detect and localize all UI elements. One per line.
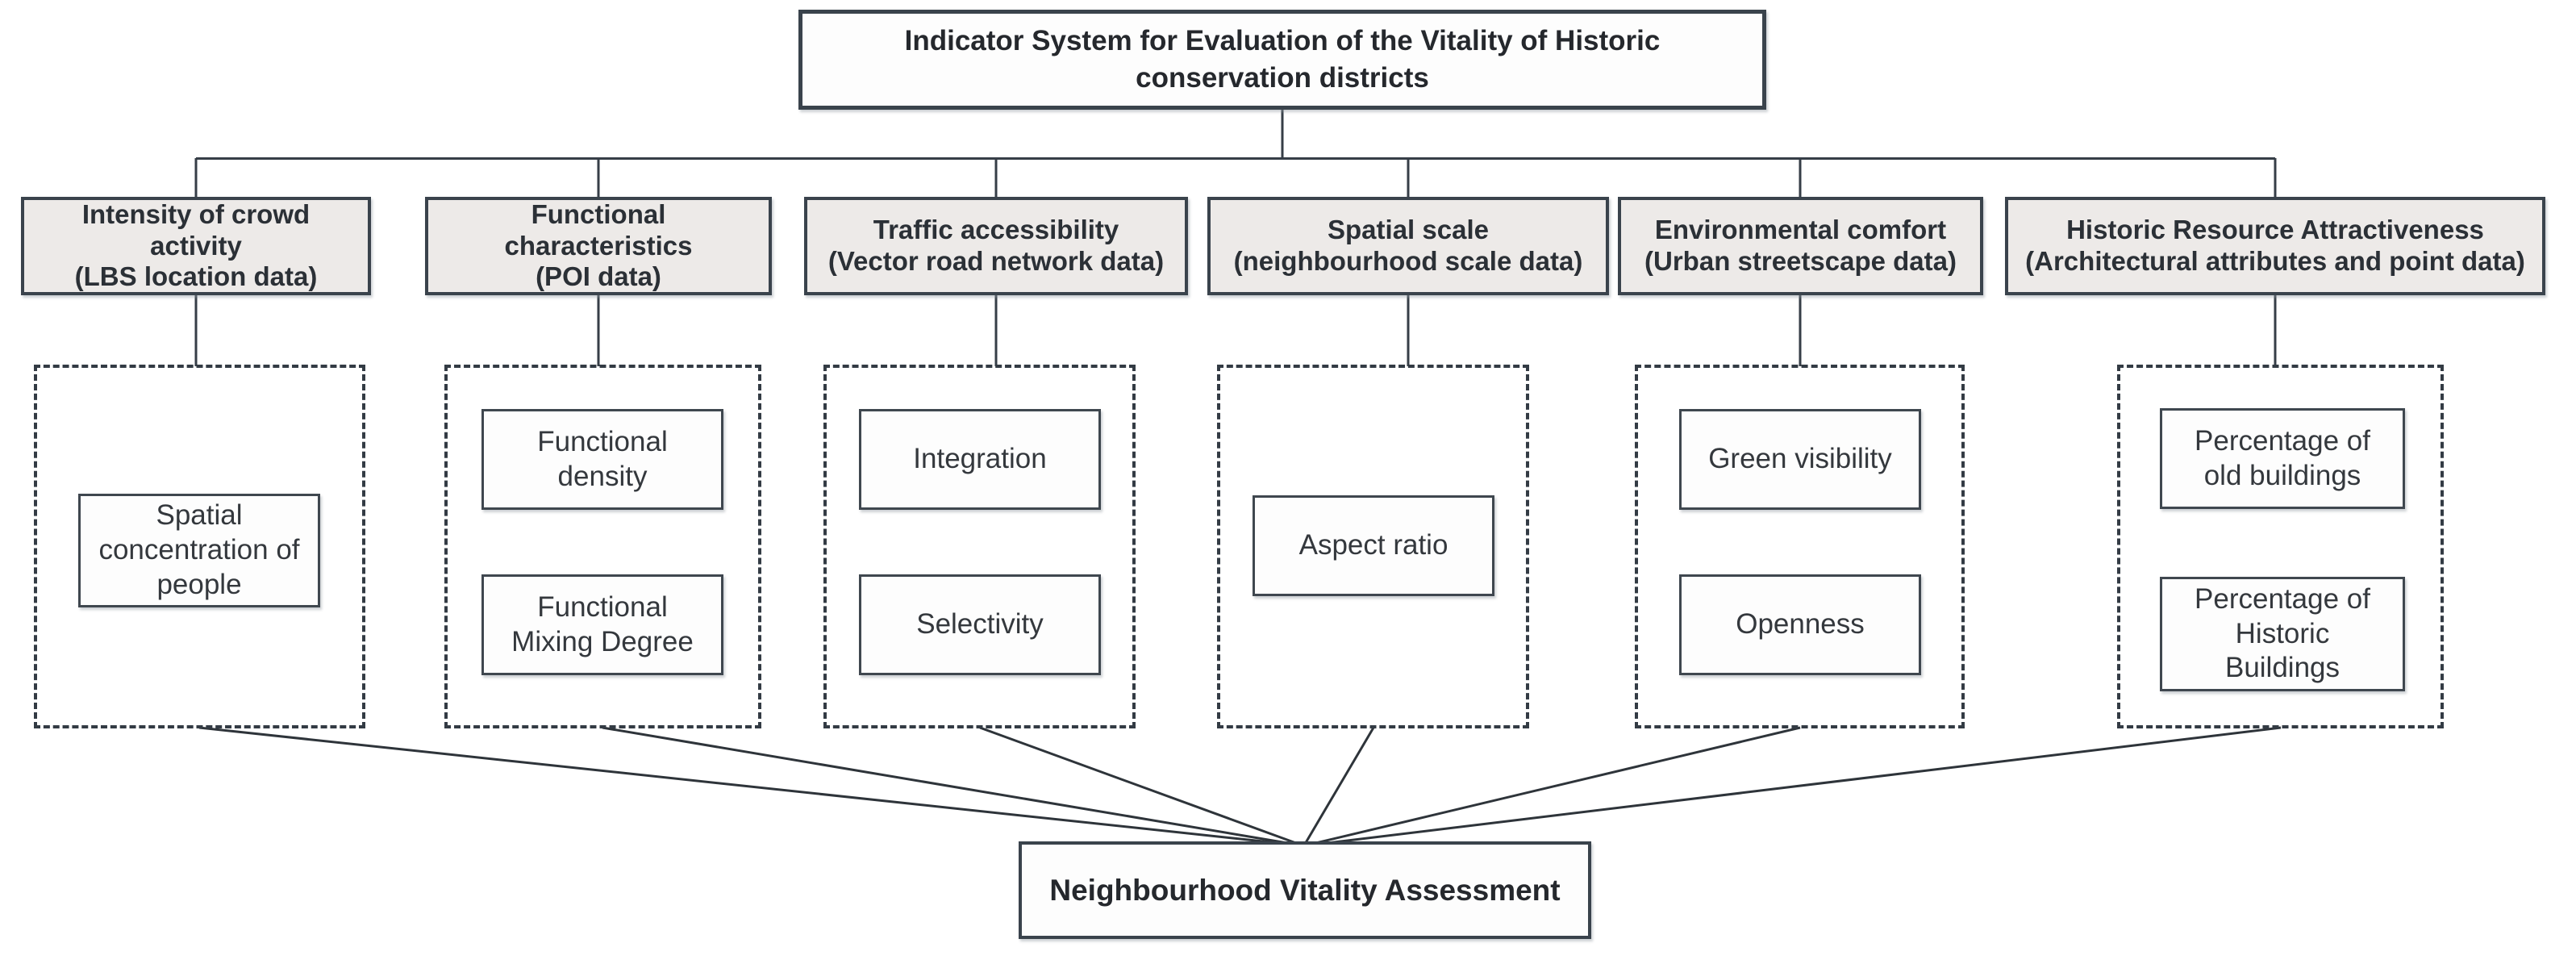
indicator-group-traffic-accessibility [823,365,1136,728]
category-source: (Architectural attributes and point data… [2025,246,2525,276]
indicator-group-spatial-scale [1217,365,1529,728]
assessment-box: Neighbourhood Vitality Assessment [1019,841,1591,939]
indicator-box-integration: Integration [859,409,1101,510]
category-box-functional-characteristics: Functional characteristics (POI data) [425,197,772,295]
root-title-box: Indicator System for Evaluation of the V… [798,10,1766,110]
indicator-label: Functional Mixing Degree [511,591,694,657]
category-name: Functional characteristics [504,198,693,261]
category-source: (Urban streetscape data) [1644,246,1957,276]
category-name: Traffic accessibility [873,215,1119,245]
indicator-box-openness: Openness [1679,574,1921,675]
indicator-label: Functional density [537,425,668,492]
category-source: (Vector road network data) [827,246,1165,276]
indicator-label: Aspect ratio [1298,529,1448,561]
indicator-label: Openness [1736,608,1865,641]
root-title-label: Indicator System for Evaluation of the V… [904,24,1661,94]
indicator-box-functional-mixing-degree: Functional Mixing Degree [481,574,723,675]
category-box-crowd-activity: Intensity of crowd activity (LBS locatio… [21,197,371,295]
assessment-label: Neighbourhood Vitality Assessment [1049,873,1561,907]
category-source: (POI data) [536,261,661,292]
indicator-box-selectivity: Selectivity [859,574,1101,675]
category-box-environmental-comfort: Environmental comfort (Urban streetscape… [1618,197,1983,295]
indicator-group-crowd-activity [34,365,365,728]
category-source: (neighbourhood scale data) [1233,246,1583,276]
indicator-group-historic-resource [2117,365,2444,728]
indicator-box-functional-density: Functional density [481,409,723,510]
category-box-historic-resource: Historic Resource Attractiveness (Archit… [2005,197,2545,295]
category-name: Intensity of crowd activity [81,198,311,261]
indicator-box-percentage-historic-buildings: Percentage of Historic Buildings [2160,577,2405,691]
category-name: Spatial scale [1328,215,1489,245]
category-box-spatial-scale: Spatial scale (neighbourhood scale data) [1207,197,1609,295]
category-source: (LBS location data) [74,261,318,292]
indicator-label: Selectivity [916,608,1044,641]
indicator-box-percentage-old-buildings: Percentage of old buildings [2160,408,2405,509]
category-name: Environmental comfort [1654,215,1947,245]
indicator-label: Integration [913,443,1047,475]
indicator-label: Spatial concentration of people [98,499,300,600]
indicator-box-aspect-ratio: Aspect ratio [1253,495,1494,596]
indicator-box-spatial-concentration: Spatial concentration of people [78,494,320,607]
category-name: Historic Resource Attractiveness [2066,215,2484,245]
indicator-group-functional-characteristics [444,365,761,728]
indicator-group-environmental-comfort [1635,365,1965,728]
indicator-box-green-visibility: Green visibility [1679,409,1921,510]
indicator-label: Percentage of Historic Buildings [2195,582,2370,684]
indicator-label: Percentage of old buildings [2195,424,2370,491]
indicator-label: Green visibility [1708,443,1892,475]
category-box-traffic-accessibility: Traffic accessibility (Vector road netwo… [804,197,1188,295]
assessment-connectors [198,726,2282,847]
